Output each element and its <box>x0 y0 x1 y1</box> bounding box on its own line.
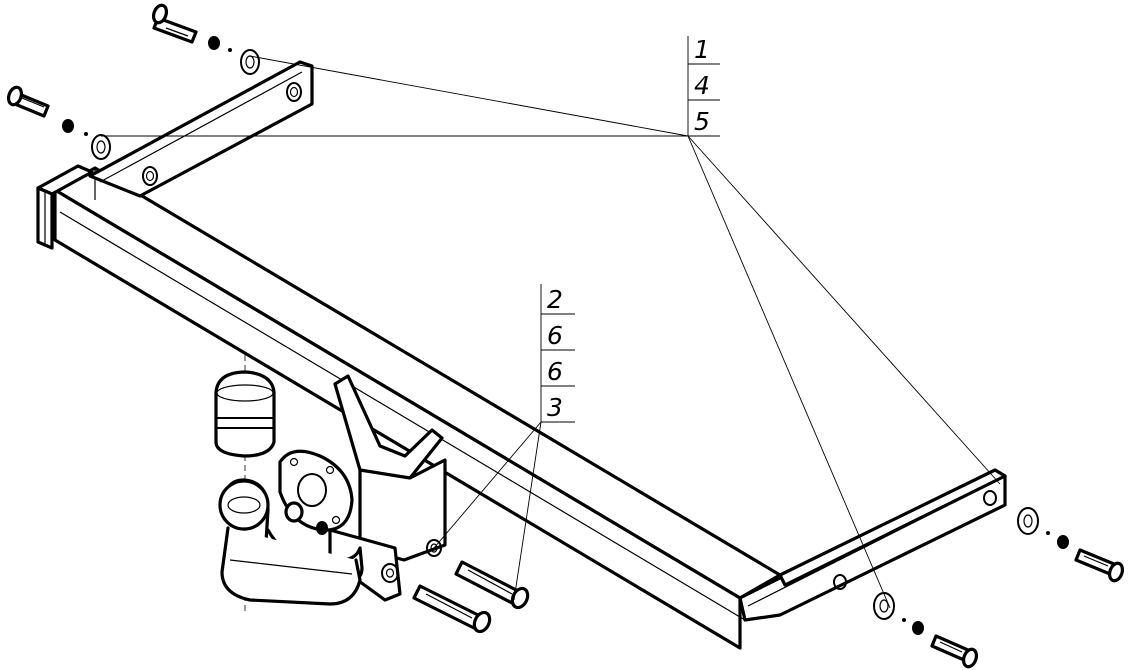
cross-beam <box>53 166 782 650</box>
callout-stack-top: 1 4 5 <box>687 35 720 137</box>
washer-right-2 <box>873 592 895 620</box>
bolt-right-1 <box>1074 548 1125 583</box>
callout-label-6b: 6 <box>547 357 563 386</box>
bolt-hitch-1 <box>454 560 530 610</box>
callout-label-3: 3 <box>547 393 563 422</box>
callout-label-2: 2 <box>547 285 563 314</box>
flange-plate <box>278 449 354 535</box>
right-bracket <box>738 468 1007 622</box>
washer-top-2 <box>91 134 111 160</box>
nut-top-1 <box>208 36 220 50</box>
left-end-plate <box>36 164 94 250</box>
bolt-right-2 <box>930 634 979 669</box>
callout-label-4: 4 <box>694 71 710 100</box>
ball-cap <box>214 370 276 458</box>
hitch-bracket <box>328 374 447 602</box>
washer-right-1 <box>1017 507 1039 535</box>
tow-ball <box>218 355 364 615</box>
left-bracket <box>88 60 314 198</box>
leaders-mid <box>433 421 542 601</box>
nut-right-1 <box>1057 535 1069 549</box>
flange-nut <box>316 521 328 535</box>
callout-label-1: 1 <box>694 35 710 64</box>
nut-top-2 <box>62 119 74 133</box>
washer-top-1 <box>240 49 260 75</box>
bolt-top-1 <box>151 3 198 44</box>
nut-right-2 <box>912 621 924 635</box>
callout-label-5: 5 <box>694 107 710 136</box>
callout-label-6a: 6 <box>547 321 563 350</box>
bolt-hitch-2 <box>412 584 492 634</box>
bolt-top-2 <box>6 85 50 118</box>
callout-stack-mid: 2 6 6 3 <box>540 284 575 423</box>
leaders-top <box>101 55 1001 609</box>
